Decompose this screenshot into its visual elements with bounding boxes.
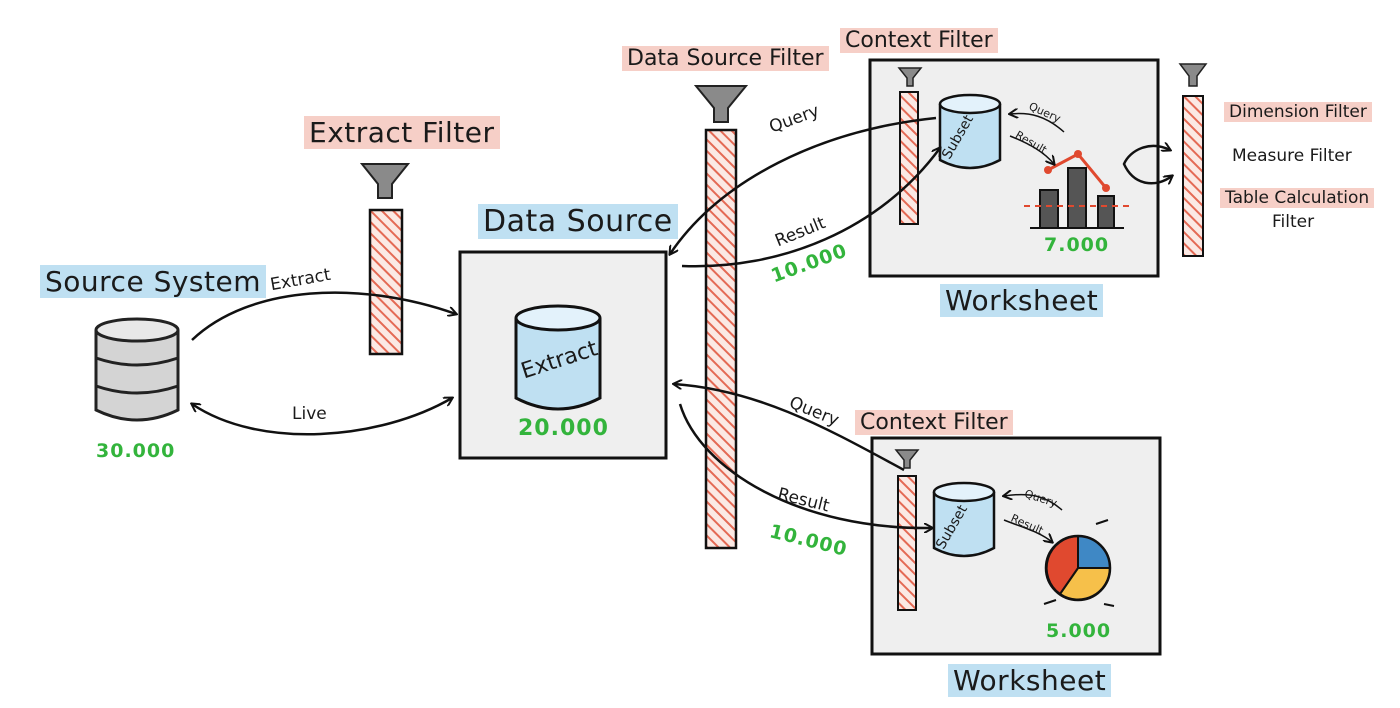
funnel-icon [693, 85, 749, 123]
data-source-filter-bar [704, 128, 738, 550]
context-filter-bottom-label: Context Filter [855, 410, 1013, 435]
subset-top-cylinder [938, 93, 1002, 170]
inner-query-bottom-arrow [1004, 495, 1063, 511]
bar-chart-icon [1024, 150, 1134, 229]
funnel-icon [1178, 63, 1208, 87]
result-bottom-arrow [678, 403, 932, 528]
live-arrow [192, 398, 452, 436]
table-calc-filter-label-2: Filter [1272, 212, 1315, 232]
source-system-count: 30.000 [96, 440, 176, 462]
query-top-arrow [670, 116, 937, 254]
result-top-arrow [681, 148, 940, 268]
worksheet-bottom-count: 5.000 [1046, 620, 1112, 642]
context-filter-top-label: Context Filter [840, 28, 998, 53]
inner-result-top-arrow [1009, 135, 1054, 164]
dimension-filter-label: Dimension Filter [1224, 102, 1372, 122]
inner-query-top-arrow [1010, 114, 1065, 133]
database-icon [94, 317, 180, 422]
funnel-icon [359, 163, 411, 199]
context-filter-bottom-bar [897, 475, 917, 611]
worksheet-top-label: Worksheet [940, 284, 1104, 317]
subset-bottom-cylinder [932, 481, 996, 558]
extract-filter-bar [368, 208, 404, 356]
query-bottom-arrow [674, 384, 905, 472]
data-source-label: Data Source [478, 204, 678, 239]
inner-result-bottom-arrow [1003, 519, 1052, 542]
funnel-icon [897, 67, 923, 87]
source-system-label: Source System [40, 265, 266, 298]
worksheet-bottom-box [870, 436, 1162, 656]
live-arrow-label: Live [292, 404, 327, 424]
worksheet-filter-arrow [1122, 146, 1172, 183]
data-source-count: 20.000 [518, 416, 609, 441]
table-calc-filter-label: Table Calculation [1220, 188, 1375, 208]
context-filter-top-bar [899, 91, 919, 225]
worksheet-bottom-label: Worksheet [948, 664, 1112, 697]
worksheet-filters-bar [1182, 95, 1204, 257]
funnel-icon [894, 449, 920, 469]
extract-arrow [191, 291, 456, 341]
extract-cylinder [514, 304, 602, 411]
measure-filter-label: Measure Filter [1232, 146, 1352, 166]
worksheet-top-count: 7.000 [1044, 234, 1110, 256]
pie-chart-icon [1043, 519, 1115, 607]
extract-filter-label: Extract Filter [304, 116, 500, 149]
data-source-filter-label: Data Source Filter [622, 46, 829, 71]
